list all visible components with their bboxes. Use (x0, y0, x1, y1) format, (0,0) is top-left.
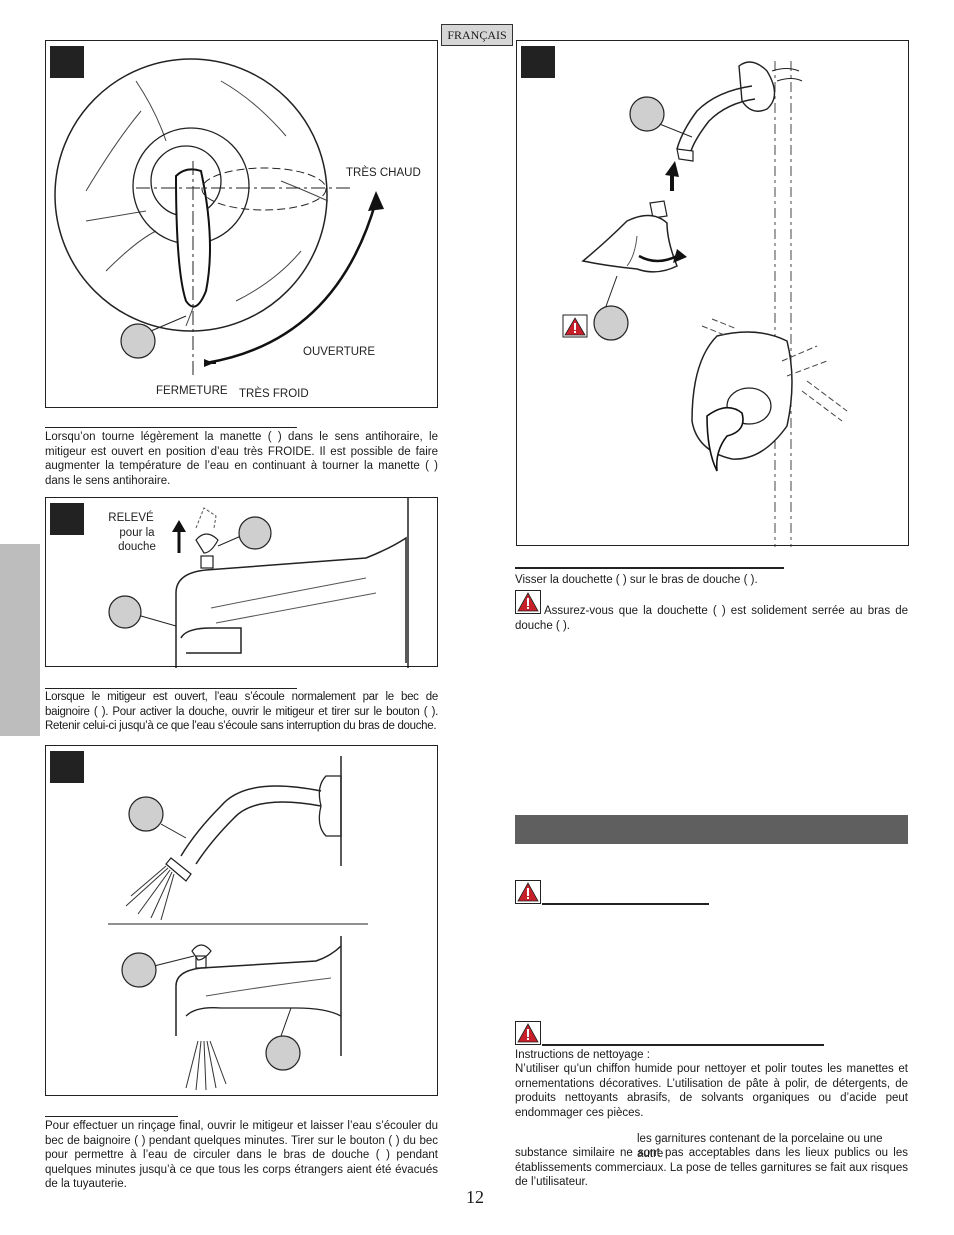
warning-icon (515, 590, 541, 614)
tub-spout-illustration: RELEVÉ pour la douche (108, 498, 409, 668)
warning-icon (562, 314, 588, 338)
heading-rule (45, 427, 297, 428)
flush-illustration (108, 756, 368, 1091)
section-heading-bar (515, 815, 908, 844)
warning-icon (515, 880, 541, 904)
label-lifted-shower: douche (118, 541, 156, 553)
handle-illustration: TRÈS CHAUD OUVERTURE FERMETURE TRÈS FROI… (54, 58, 421, 400)
label-very-hot: TRÈS CHAUD (346, 166, 421, 179)
step-number-box (50, 503, 84, 535)
showerhead-illustration (562, 61, 848, 547)
label-closing: FERMETURE (156, 385, 228, 397)
label-lifted-for: pour la (119, 527, 155, 539)
paragraph-diverter: Lorsque le mitigeur est ouvert, l’eau s’… (45, 691, 438, 733)
warning-icon (515, 1021, 541, 1045)
porcelain-lead: les garnitures contenant de la porcelain… (637, 1133, 883, 1160)
paragraph-showerhead: Visser la douchette ( ) sur le bras de d… (515, 574, 758, 586)
figure-flush (45, 745, 438, 1096)
cleaning-body: N’utiliser qu’un chiffon humide pour net… (515, 1063, 908, 1119)
step-number-box (50, 751, 84, 783)
heading-rule (542, 903, 709, 905)
heading-rule (45, 1116, 178, 1117)
figure-showerhead (516, 40, 909, 547)
heading-rule (542, 1044, 824, 1046)
heading-rule (515, 567, 784, 569)
paragraph-showerhead-warning: Assurez-vous que la douchette ( ) est so… (515, 605, 908, 632)
cleaning-intro: Instructions de nettoyage : (515, 1049, 650, 1061)
figure-diverter: RELEVÉ pour la douche (45, 497, 438, 668)
label-opening: OUVERTURE (303, 346, 375, 358)
paragraph-flush: Pour effectuer un rinçage final, ouvrir … (45, 1120, 438, 1191)
page-number: 12 (466, 1187, 484, 1207)
label-lifted: RELEVÉ (108, 511, 154, 524)
step-number-box (50, 46, 84, 78)
figure-handle-rotation: TRÈS CHAUD OUVERTURE FERMETURE TRÈS FROI… (45, 40, 438, 408)
paragraph-handle-operation: Lorsqu’on tourne légèrement la manette (… (45, 431, 438, 487)
heading-rule (45, 688, 297, 689)
label-very-cold: TRÈS FROID (239, 387, 309, 400)
side-section-tab (0, 544, 40, 736)
porcelain-body: substance similaire ne sont pas acceptab… (515, 1147, 908, 1189)
language-tab: FRANÇAIS (441, 24, 513, 46)
step-number-box (521, 46, 555, 78)
